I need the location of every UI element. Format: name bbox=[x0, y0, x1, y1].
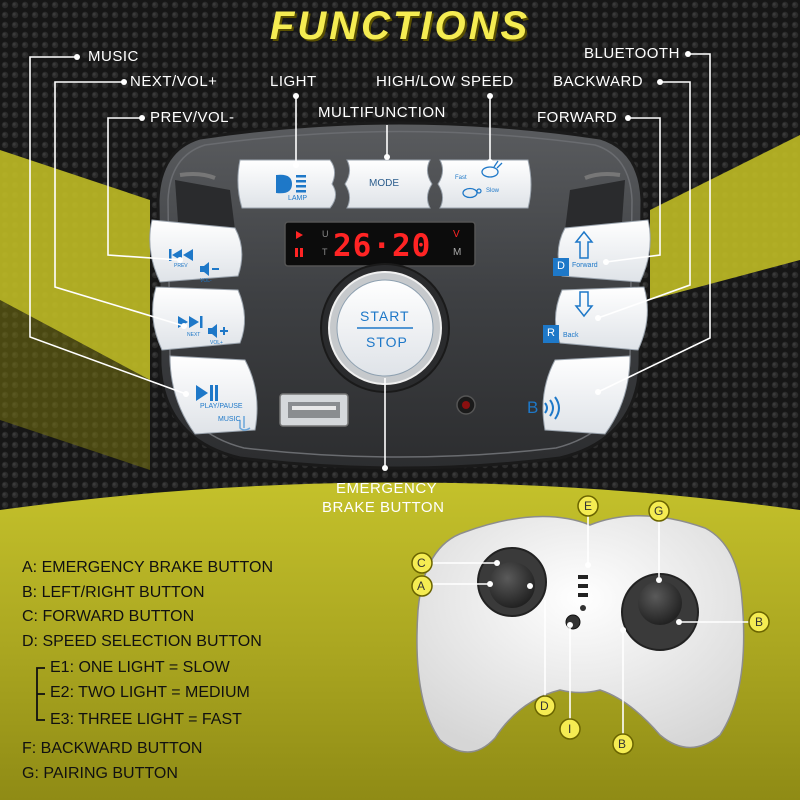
legend-item-b: B: LEFT/RIGHT BUTTON bbox=[22, 584, 205, 601]
play-pause-button[interactable] bbox=[169, 355, 258, 435]
left-stick[interactable] bbox=[489, 562, 535, 608]
rabbit-turtle-icon bbox=[462, 160, 503, 199]
lamp-icon bbox=[276, 174, 306, 194]
display-t: T bbox=[322, 247, 328, 257]
up-arrow-icon bbox=[574, 230, 594, 259]
back-label: Back bbox=[563, 332, 579, 339]
slow-label: Slow bbox=[486, 188, 500, 194]
right-yellow-band bbox=[650, 135, 800, 300]
callout-light: LIGHT bbox=[270, 73, 317, 90]
next-icon bbox=[178, 316, 203, 328]
display-m: M bbox=[453, 247, 462, 258]
vol-minus-label: VOL- bbox=[200, 278, 212, 284]
marker-a: A bbox=[417, 579, 426, 593]
down-arrow-icon bbox=[574, 291, 594, 318]
next-vol-button[interactable] bbox=[152, 286, 245, 351]
legend-item-e3: E3: THREE LIGHT = FAST bbox=[50, 711, 242, 728]
back-key-box bbox=[543, 325, 559, 343]
forward-button[interactable] bbox=[557, 219, 651, 283]
start-label: START bbox=[360, 308, 410, 324]
prev-icon bbox=[169, 249, 193, 261]
speed-light-2 bbox=[578, 584, 588, 588]
speed-button[interactable] bbox=[437, 159, 532, 209]
marker-g: G bbox=[654, 504, 664, 518]
prev-vol-button[interactable] bbox=[149, 219, 243, 283]
callout-backward: BACKWARD bbox=[553, 73, 644, 90]
callout-lines bbox=[29, 53, 711, 468]
left-shadow-band bbox=[0, 300, 150, 470]
forward-key-label: D bbox=[557, 260, 565, 272]
remote-callout-circles bbox=[411, 495, 770, 755]
marker-c: C bbox=[417, 556, 426, 570]
control-panel bbox=[149, 121, 651, 470]
marker-d: D bbox=[540, 699, 549, 713]
play-pause-icon bbox=[196, 385, 218, 401]
display-u: U bbox=[322, 229, 329, 239]
stop-label: STOP bbox=[366, 334, 408, 350]
legend-item-f: F: BACKWARD BUTTON bbox=[22, 740, 203, 757]
prev-label: PREV bbox=[174, 263, 188, 269]
display-v: V bbox=[453, 229, 460, 240]
back-button[interactable] bbox=[555, 286, 648, 351]
display-readout: 26·20 bbox=[333, 228, 432, 264]
callout-emergency-line2: BRAKE BUTTON bbox=[322, 499, 445, 516]
fast-label: Fast bbox=[455, 175, 467, 181]
legend-item-g: G: PAIRING BUTTON bbox=[22, 765, 178, 782]
callout-high-low-speed: HIGH/LOW SPEED bbox=[376, 73, 514, 90]
play-indicator-icon bbox=[296, 231, 303, 239]
marker-e: E bbox=[584, 499, 593, 513]
mode-button[interactable] bbox=[344, 159, 433, 209]
remote-callout-lines bbox=[432, 514, 749, 735]
marker-i: I bbox=[568, 722, 572, 736]
legend-item-e1: E1: ONE LIGHT = SLOW bbox=[50, 659, 230, 676]
callout-multifunction: MULTIFUNCTION bbox=[318, 104, 446, 121]
legend-item-c: C: FORWARD BUTTON bbox=[22, 608, 195, 625]
indicator-dot bbox=[580, 605, 586, 611]
bluetooth-waves-icon bbox=[544, 396, 560, 420]
remote-controller bbox=[416, 514, 745, 753]
callout-music: MUSIC bbox=[88, 48, 139, 65]
callout-emergency-line1: EMERGENCY bbox=[336, 480, 438, 497]
marker-b-bottom: B bbox=[618, 737, 627, 751]
callout-prev-vol: PREV/VOL- bbox=[150, 109, 235, 126]
speed-light-1 bbox=[578, 575, 588, 579]
marker-b-right: B bbox=[755, 615, 764, 629]
bluetooth-label: B bbox=[527, 398, 539, 417]
callout-dots bbox=[74, 51, 691, 471]
legend-item-a: A: EMERGENCY BRAKE BUTTON bbox=[22, 559, 274, 576]
right-stick[interactable] bbox=[638, 581, 682, 625]
bluetooth-button[interactable] bbox=[542, 355, 631, 435]
legend-item-e2: E2: TWO LIGHT = MEDIUM bbox=[50, 684, 250, 701]
callout-next-vol: NEXT/VOL+ bbox=[130, 73, 218, 90]
left-yellow-band bbox=[0, 150, 150, 380]
mode-label: MODE bbox=[369, 178, 399, 189]
next-label: NEXT bbox=[187, 332, 201, 338]
page-title: FUNCTIONS bbox=[269, 4, 531, 48]
music-label: MUSIC bbox=[218, 416, 241, 423]
back-key-label: R bbox=[547, 327, 555, 339]
lamp-label: LAMP bbox=[288, 195, 308, 202]
touch-hand-icon bbox=[239, 416, 251, 431]
callout-bluetooth: BLUETOOTH bbox=[584, 45, 680, 62]
forward-label: Forward bbox=[572, 262, 598, 269]
forward-key-box bbox=[553, 258, 569, 276]
volume-up-icon bbox=[208, 324, 228, 338]
volume-down-icon bbox=[200, 262, 219, 276]
play-pause-label: PLAY/PAUSE bbox=[200, 403, 243, 410]
legend-item-d: D: SPEED SELECTION BUTTON bbox=[22, 633, 262, 650]
callout-forward: FORWARD bbox=[537, 109, 618, 126]
vol-plus-label: VOL+ bbox=[210, 340, 223, 346]
speed-light-3 bbox=[578, 593, 588, 597]
